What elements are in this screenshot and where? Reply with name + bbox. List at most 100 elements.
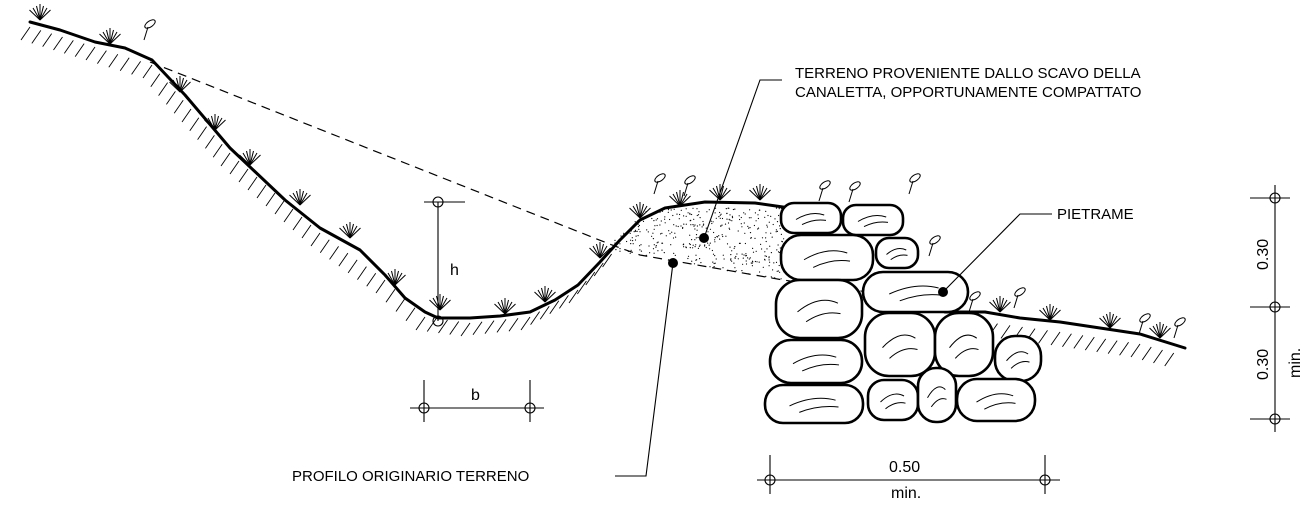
fill-speck <box>694 246 696 248</box>
fill-speck <box>780 233 783 235</box>
fill-speck <box>657 241 659 243</box>
fill-speck <box>768 257 770 259</box>
fill-speck <box>671 231 673 233</box>
fill-speck <box>719 214 721 216</box>
hatch-mark <box>472 321 483 336</box>
hatch-mark <box>347 259 358 274</box>
hatch-mark <box>212 143 223 158</box>
fill-speck <box>740 223 742 225</box>
fill-speck <box>667 209 670 211</box>
fill-speck <box>694 224 696 226</box>
fill-speck <box>748 217 751 219</box>
grass-blade <box>299 192 308 206</box>
fill-speck <box>778 208 780 210</box>
wall-width-dimension: 0.50 min. <box>757 455 1060 502</box>
hatch-mark <box>150 73 161 88</box>
fill-speck <box>748 258 750 260</box>
fill-speck <box>716 235 718 238</box>
stone <box>861 270 970 314</box>
fill-speck <box>740 216 742 219</box>
fill-speck <box>632 243 634 245</box>
stone-texture-stroke <box>789 397 836 407</box>
fill-speck <box>640 250 643 252</box>
fill-speck <box>745 255 748 257</box>
grass-blade <box>716 185 721 201</box>
fill-speck <box>654 225 656 227</box>
fill-speck <box>714 212 716 214</box>
stone-texture-stroke <box>801 363 840 372</box>
fill-speck <box>760 243 762 245</box>
fill-speck <box>700 262 702 264</box>
hatch-mark <box>1084 336 1095 351</box>
fill-speck <box>699 217 701 219</box>
stone-texture-stroke <box>812 259 851 268</box>
hatch-mark <box>265 192 276 207</box>
grass-blade <box>719 185 724 201</box>
fill-speck <box>689 234 691 236</box>
grass-blade <box>1159 325 1168 339</box>
stone-texture-stroke <box>792 354 837 365</box>
fill-speck <box>649 252 651 254</box>
stone-texture-stroke <box>889 348 918 359</box>
grass-blade <box>759 185 764 201</box>
grass-blade <box>639 207 651 219</box>
leaf-stem <box>908 180 914 195</box>
fill-speck <box>707 231 709 233</box>
fill-speck <box>759 271 761 273</box>
fill-speck <box>748 227 750 229</box>
ground-surface-line-right <box>943 310 1187 350</box>
fill-speck <box>668 230 670 232</box>
fill-speck <box>660 220 662 222</box>
fill-speck <box>714 237 716 239</box>
fill-speck <box>688 243 691 245</box>
fill-speck <box>674 232 676 234</box>
grass-blade <box>756 185 761 201</box>
hatch-mark <box>197 126 207 140</box>
stone-texture-stroke <box>805 312 841 323</box>
fill-speck <box>697 236 699 239</box>
stone-texture-stroke <box>899 294 942 302</box>
fill-speck <box>696 225 699 227</box>
stone <box>779 201 843 235</box>
fill-speck <box>696 214 698 217</box>
fill-speck <box>739 242 741 244</box>
fill-speck <box>707 242 709 244</box>
grass-blade <box>29 9 41 21</box>
fill-speck <box>648 245 650 247</box>
fill-speck <box>655 246 657 248</box>
fill-speck <box>741 226 743 228</box>
hatch-mark <box>173 99 184 114</box>
fill-speck <box>652 248 655 250</box>
fill-speck <box>743 222 745 224</box>
stones-note: PIETRAME <box>1057 206 1134 223</box>
fill-speck <box>653 220 655 222</box>
grass-blade <box>669 195 681 207</box>
fill-speck <box>745 263 748 265</box>
hatch-mark <box>484 320 495 334</box>
hatch-mark <box>20 26 31 41</box>
hatch-mark <box>577 280 587 295</box>
stone-texture-stroke <box>930 398 947 408</box>
fill-speck <box>726 218 728 220</box>
fill-speck <box>614 239 616 241</box>
grass-blade <box>592 245 601 259</box>
hatch-mark <box>329 246 339 260</box>
fill-note-leader <box>703 79 782 239</box>
fill-speck <box>635 230 637 232</box>
fill-speck <box>651 217 653 220</box>
grass-blade <box>172 79 181 93</box>
fill-speck <box>766 248 768 250</box>
fill-speck <box>634 239 637 241</box>
hatch-mark <box>1130 343 1141 358</box>
grass-blade <box>439 299 451 311</box>
grass-blade <box>759 189 771 201</box>
hatch-mark <box>1153 349 1163 364</box>
grass-blade <box>1152 325 1161 339</box>
fill-speck <box>696 229 698 231</box>
hatch-mark <box>142 64 153 79</box>
leaf-stem <box>1173 324 1179 339</box>
fill-speck <box>629 252 631 254</box>
fill-note-line2: CANALETTA, OPPORTUNAMENTE COMPATTATO <box>795 84 1141 101</box>
original-profile-note: PROFILO ORIGINARIO TERRENO <box>292 468 529 485</box>
hatch-mark <box>42 33 53 47</box>
